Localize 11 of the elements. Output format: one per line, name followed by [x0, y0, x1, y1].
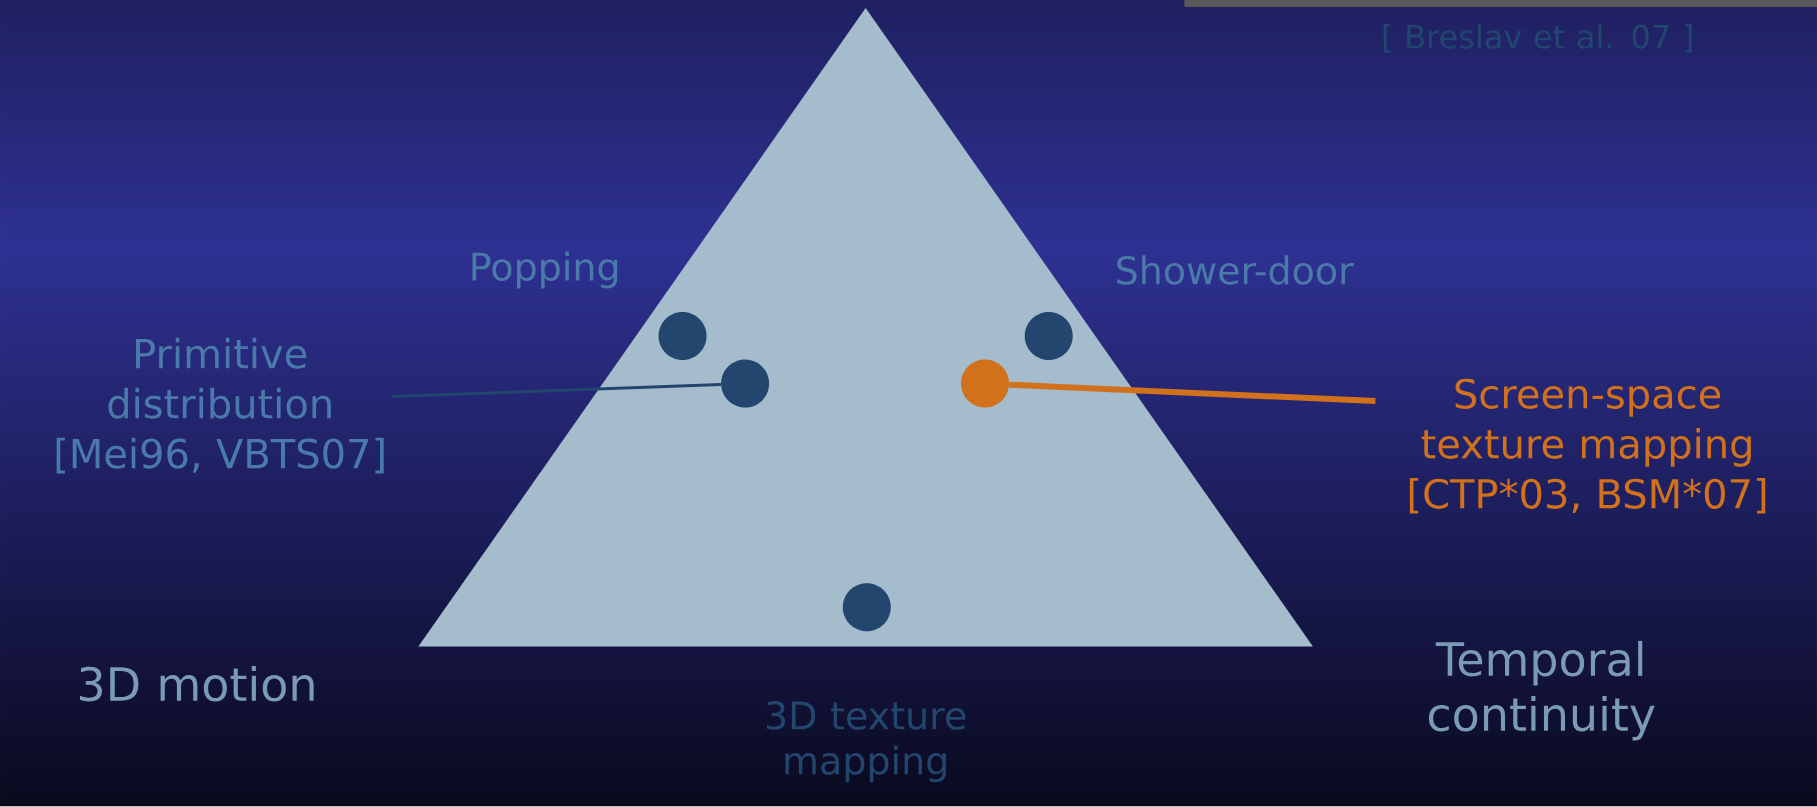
dot — [1024, 312, 1073, 361]
dot — [721, 359, 770, 408]
annotation-text: Primitive distribution [Mei96, VBTS07] — [56, 338, 384, 474]
dot — [961, 359, 1009, 408]
dot — [658, 312, 707, 361]
leader-line — [392, 383, 721, 399]
dot — [842, 583, 891, 632]
axis-label: Temporal continuity — [1428, 641, 1655, 741]
annotation-text: Screen-space texture mapping [CTP*03, BSM*07] — [1409, 378, 1766, 514]
leader-line — [1009, 381, 1376, 405]
axis-label: 3D motion — [79, 666, 314, 702]
